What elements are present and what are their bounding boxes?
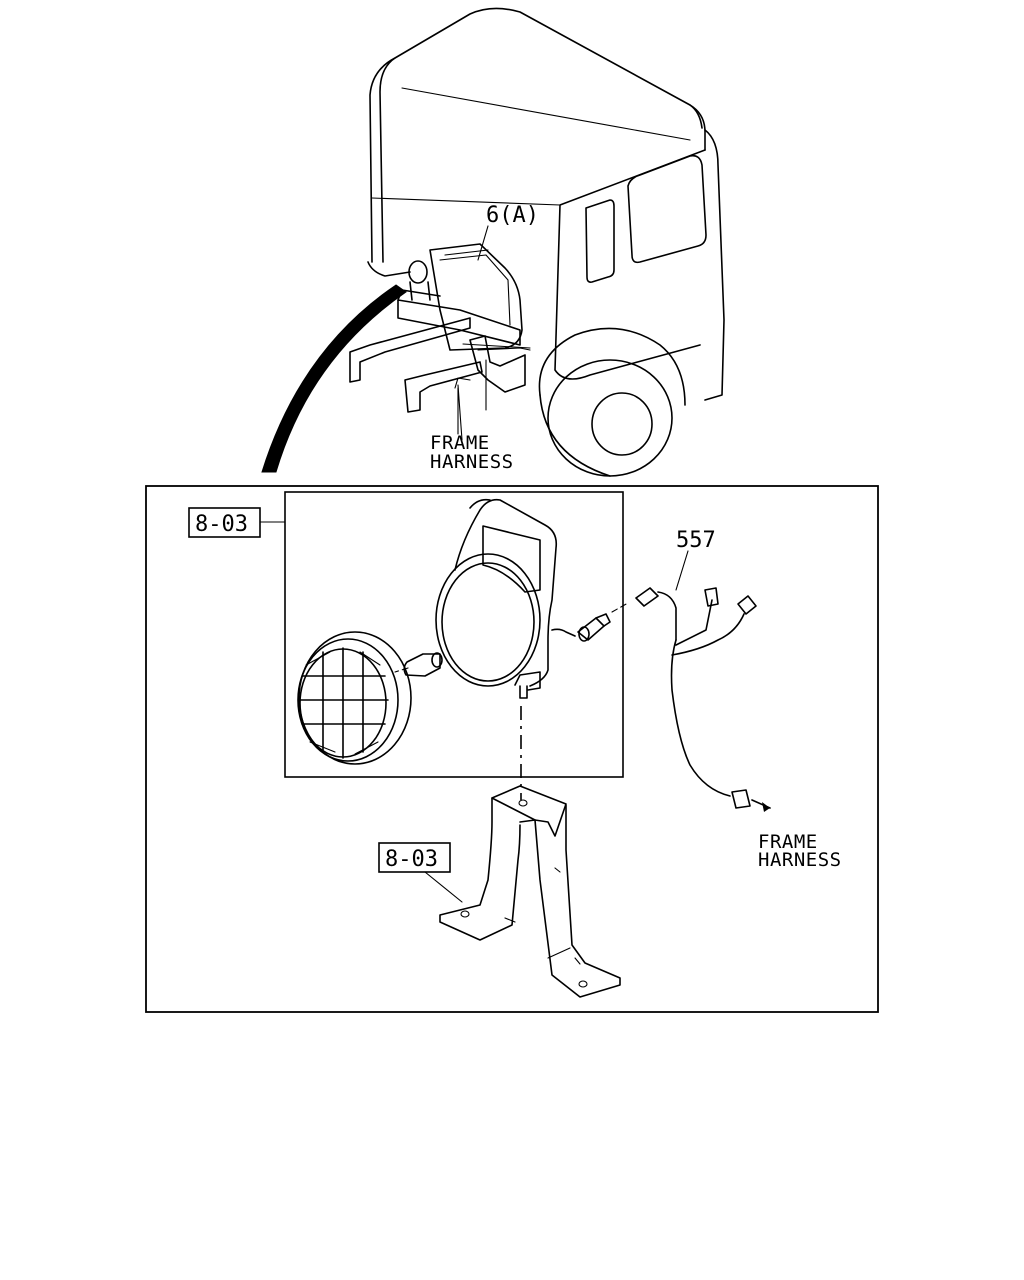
frame-harness-label-top-line2: HARNESS	[430, 451, 514, 473]
ref-label-lamp-group: 8-03	[195, 512, 248, 537]
detail-frame	[145, 485, 879, 1013]
lamp-assembly-frame	[284, 491, 624, 778]
fog-lamp-lens	[297, 631, 412, 765]
fog-lamp-housing	[435, 498, 611, 699]
lamp-bracket	[439, 785, 621, 998]
bulb	[403, 652, 443, 677]
wire-harness	[635, 550, 771, 812]
harness-part-number: 557	[676, 528, 716, 553]
frame-harness-label-top-line1: FRAME	[430, 432, 490, 454]
frame-harness-label-right-line2: HARNESS	[758, 849, 842, 871]
ref-box-bracket	[378, 842, 451, 873]
truck-cab-illustration	[349, 7, 725, 477]
frame-harness-label-right-line1: FRAME	[758, 831, 818, 853]
ref-label-bracket: 8-03	[385, 847, 438, 872]
pointer-arrow	[261, 284, 407, 473]
lamp-ref-callout: 6(A)	[486, 203, 539, 228]
